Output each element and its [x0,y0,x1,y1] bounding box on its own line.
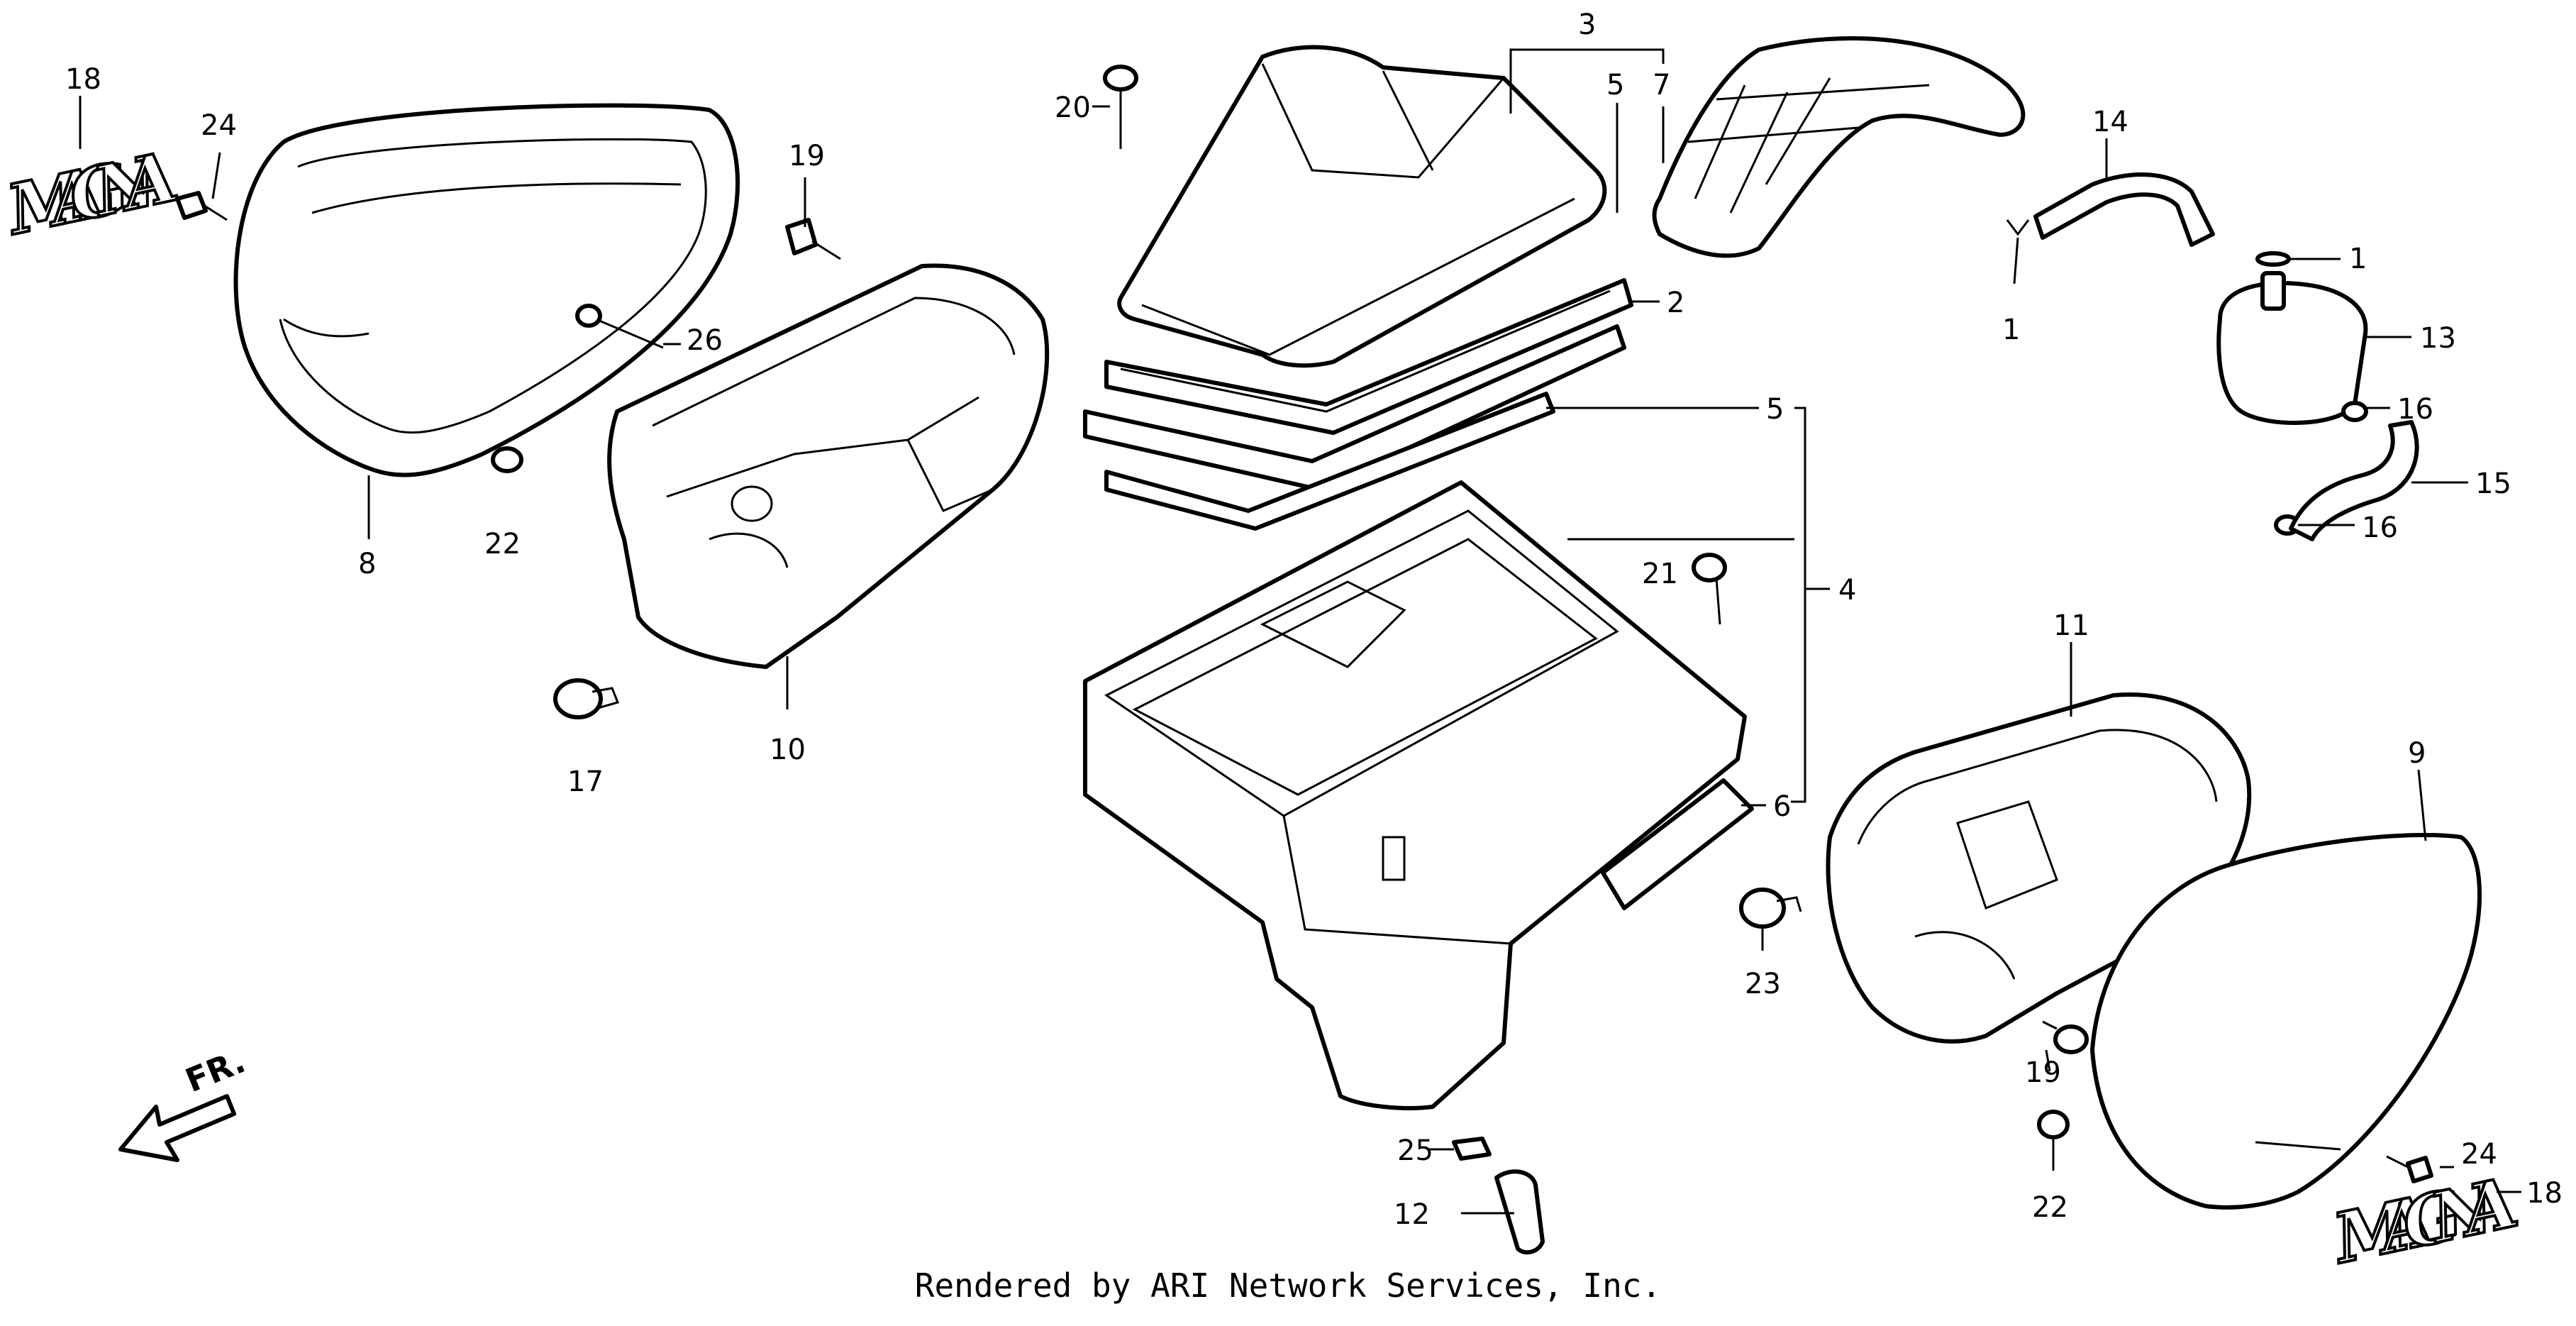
bolt-19-upper [785,218,841,260]
callout-7: 7 [1653,69,1670,101]
callout-9: 9 [2408,737,2426,770]
callout-18-left: 18 [65,63,101,96]
callout-21: 21 [1642,558,1678,590]
callout-12: 12 [1394,1198,1430,1231]
callout-11: 11 [2053,609,2089,642]
left-emblem-text: MAGNA [0,136,184,250]
callout-2: 2 [1667,287,1684,319]
front-direction-arrow: FR. [118,1042,250,1162]
callout-16-upper: 16 [2397,393,2433,426]
leader-lines [79,48,2521,1215]
callout-24-right: 24 [2461,1138,2497,1171]
intake-duct [1652,36,2026,258]
callout-19-upper: 19 [789,140,825,172]
callout-8: 8 [358,548,376,580]
callout-22-left: 22 [484,528,521,560]
drain-tube-12 [1494,1169,1545,1255]
callout-19-lower: 19 [2025,1056,2061,1089]
direction-label: FR. [180,1042,250,1100]
callout-5-lower: 5 [1766,393,1784,426]
callout-26: 26 [687,324,723,357]
callout-13: 13 [2420,322,2456,355]
air-cleaner-case [1083,480,1747,1110]
screw-24-left [175,191,228,221]
callout-23: 23 [1745,968,1781,1000]
screw-24-right [2386,1155,2433,1183]
callout-numbers: 18 24 19 26 8 22 10 17 20 3 5 7 2 5 4 21… [65,9,2563,1231]
callout-15: 15 [2475,468,2511,500]
callout-4: 4 [1838,574,1856,607]
clip-16-upper [2341,401,2368,422]
bolt-21 [1692,553,1727,625]
right-side-cover [2090,832,2482,1210]
gasket-6 [1601,778,1754,910]
callout-3: 3 [1578,9,1596,41]
callout-20: 20 [1055,92,1091,124]
grommet-22-right [2037,1110,2070,1139]
gasket-lower [1104,392,1555,531]
callout-5-upper: 5 [1606,69,1624,101]
clamp-23 [1739,888,1802,929]
right-emblem: MAGNA [2324,1161,2526,1281]
callout-24-left: 24 [201,109,237,142]
grommet-22-left [491,446,523,473]
right-emblem-text: MAGNA [2325,1162,2524,1279]
left-side-cover [233,103,740,477]
clamp-25 [1452,1137,1492,1161]
bolt-20 [1103,65,1138,149]
air-filter-element [1104,278,1633,435]
clamp-17 [553,678,620,719]
callout-14: 14 [2092,106,2128,138]
tube-14 [2033,172,2215,247]
callout-1-left: 1 [2002,314,2020,346]
callout-10: 10 [770,734,806,766]
callout-18-right: 18 [2526,1177,2563,1210]
callout-16-lower: 16 [2362,512,2398,544]
bolt-26 [575,304,664,349]
clip-1-ring [2255,251,2291,267]
footer-credit: Rendered by ARI Network Services, Inc. [914,1266,1662,1305]
gasket-upper [1083,324,1626,492]
clip-1-upper [2006,219,2030,236]
air-cleaner-cover [1117,45,1607,368]
callout-25: 25 [1397,1134,1433,1167]
callout-6: 6 [1773,790,1791,823]
callout-1-right: 1 [2349,243,2367,275]
bolt-19-lower [2042,1020,2089,1054]
left-emblem: MAGNA [0,135,186,252]
left-air-chamber [607,263,1050,669]
callout-22-right: 22 [2032,1191,2068,1224]
hose-15 [2289,420,2419,541]
separator-13 [2216,271,2368,426]
callout-17: 17 [567,766,604,798]
